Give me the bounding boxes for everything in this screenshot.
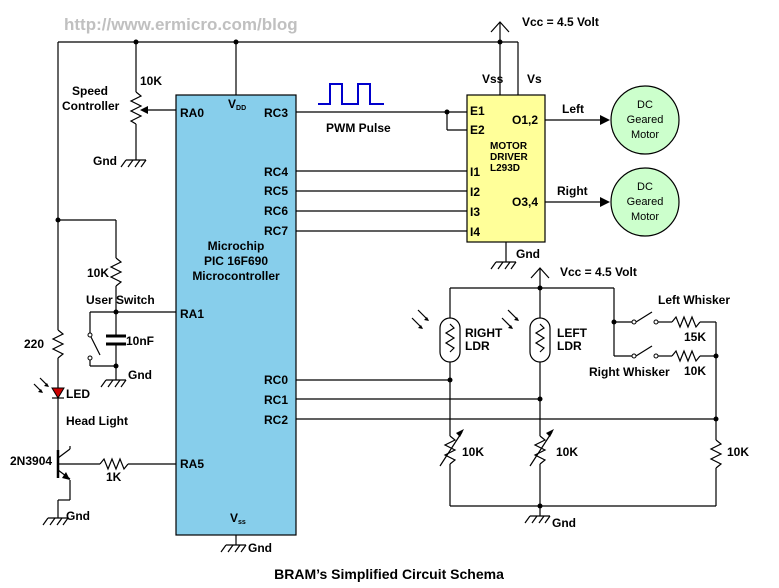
pin-rc3: RC3 xyxy=(264,106,288,120)
driver-e2: E2 xyxy=(470,123,485,137)
transistor-gnd-label: Gnd xyxy=(66,509,90,523)
motor-right-line2: Geared xyxy=(627,196,664,208)
pin-ra5: RA5 xyxy=(180,457,204,471)
right-ldr-label-2: LDR xyxy=(465,339,490,353)
rc-to-driver-lines xyxy=(296,170,467,232)
left-ldr-label-2: LDR xyxy=(557,339,582,353)
pin-rc6: RC6 xyxy=(264,204,288,218)
trim1-label: 10K xyxy=(462,445,484,459)
head-light-label: Head Light xyxy=(66,414,128,428)
right-ldr-label-1: RIGHT xyxy=(465,326,503,340)
pin-rc4: RC4 xyxy=(264,165,288,179)
driver-out2: O3,4 xyxy=(512,195,538,209)
user-switch-label: User Switch xyxy=(86,293,155,307)
motor-right: DC Geared Motor xyxy=(610,167,680,237)
driver-i1: I1 xyxy=(470,165,480,179)
driver-name-2: DRIVER xyxy=(490,152,529,163)
trim2-label: 10K xyxy=(556,445,578,459)
speed-label-2: Controller xyxy=(62,99,120,113)
motor-left-label: Left xyxy=(562,102,584,116)
driver-i4: I4 xyxy=(470,225,480,239)
motor-right-line1: DC xyxy=(637,181,653,193)
watermark: http://www.ermicro.com/blog xyxy=(64,15,298,34)
vcc-top-label: Vcc = 4.5 Volt xyxy=(522,15,599,29)
pin-rc1: RC1 xyxy=(264,393,288,407)
driver-i2: I2 xyxy=(470,185,480,199)
pin-rc0: RC0 xyxy=(264,373,288,387)
pic-ground xyxy=(220,535,247,553)
driver-name-1: MOTOR xyxy=(490,141,528,152)
pic-name-2: PIC 16F690 xyxy=(204,254,268,268)
pic-name-1: Microchip xyxy=(208,239,265,253)
pin-rc5: RC5 xyxy=(264,184,288,198)
right-ldr xyxy=(411,288,461,436)
motor-right-label: Right xyxy=(557,184,588,198)
driver-ground xyxy=(490,242,517,270)
driver-vss: Vss xyxy=(482,72,504,86)
driver-out1: O1,2 xyxy=(512,113,538,127)
sensor-vcc-rail xyxy=(450,267,614,291)
switch-gnd-label: Gnd xyxy=(128,368,152,382)
led-icon xyxy=(51,387,65,399)
left-ldr xyxy=(501,288,551,436)
pwm-pulse-icon xyxy=(318,83,384,105)
speed-pot xyxy=(120,42,176,168)
trim-pot-1 xyxy=(439,429,464,506)
r-bottom-label: 10K xyxy=(727,445,749,459)
motor-left-line2: Geared xyxy=(627,114,664,126)
r-led-label: 220 xyxy=(24,337,44,351)
pic-vdd: VDD xyxy=(228,97,246,112)
top-vcc-rail xyxy=(57,21,519,324)
pic-gnd-label: Gnd xyxy=(248,541,272,555)
pin-rc2: RC2 xyxy=(264,413,288,427)
sensor-signal-lines xyxy=(296,377,719,422)
motor-left-line3: Motor xyxy=(631,129,659,141)
switch-r-label: 10K xyxy=(87,266,109,280)
speed-label-1: Speed xyxy=(72,84,108,98)
transistor-2n3904 xyxy=(42,446,176,526)
left-whisker-label: Left Whisker xyxy=(658,293,730,307)
pic-vss: Vss xyxy=(230,511,246,526)
right-whisker-label: Right Whisker xyxy=(589,365,670,379)
driver-gnd-label: Gnd xyxy=(516,247,540,261)
motor-left: DC Geared Motor xyxy=(610,85,680,155)
whisker-switches xyxy=(611,288,723,506)
sensor-ground xyxy=(450,503,716,524)
motor-output-arrows xyxy=(545,115,610,207)
headlight-circuit xyxy=(33,324,65,446)
driver-vs: Vs xyxy=(527,72,542,86)
motor-left-line1: DC xyxy=(637,99,653,111)
rwhisker-10k-label: 10K xyxy=(684,364,706,378)
left-ldr-label-1: LEFT xyxy=(557,326,588,340)
driver-e1: E1 xyxy=(470,104,485,118)
pic-microcontroller xyxy=(175,94,297,536)
caption: BRAM’s Simplified Circuit Schema xyxy=(274,566,504,582)
pot-gnd-label: Gnd xyxy=(93,154,117,168)
pot-10k-label: 10K xyxy=(140,74,162,88)
driver-i3: I3 xyxy=(470,205,480,219)
motor-right-line3: Motor xyxy=(631,211,659,223)
r-base-label: 1K xyxy=(106,470,122,484)
transistor-label: 2N3904 xyxy=(10,454,52,468)
led-label: LED xyxy=(66,387,90,401)
cap-label: 10nF xyxy=(126,334,154,348)
sensor-gnd-label: Gnd xyxy=(552,516,576,530)
pic-name-3: Microcontroller xyxy=(192,269,280,283)
r15k-label: 15K xyxy=(684,330,706,344)
pwm-label: PWM Pulse xyxy=(326,121,391,135)
vcc-right-label: Vcc = 4.5 Volt xyxy=(560,265,637,279)
pwm-line xyxy=(296,109,467,131)
pin-ra0: RA0 xyxy=(180,106,204,120)
user-switch-circuit xyxy=(55,217,176,388)
driver-name-3: L293D xyxy=(490,163,520,174)
trim-pot-2 xyxy=(529,429,554,516)
pin-ra1: RA1 xyxy=(180,307,204,321)
pin-rc7: RC7 xyxy=(264,224,288,238)
